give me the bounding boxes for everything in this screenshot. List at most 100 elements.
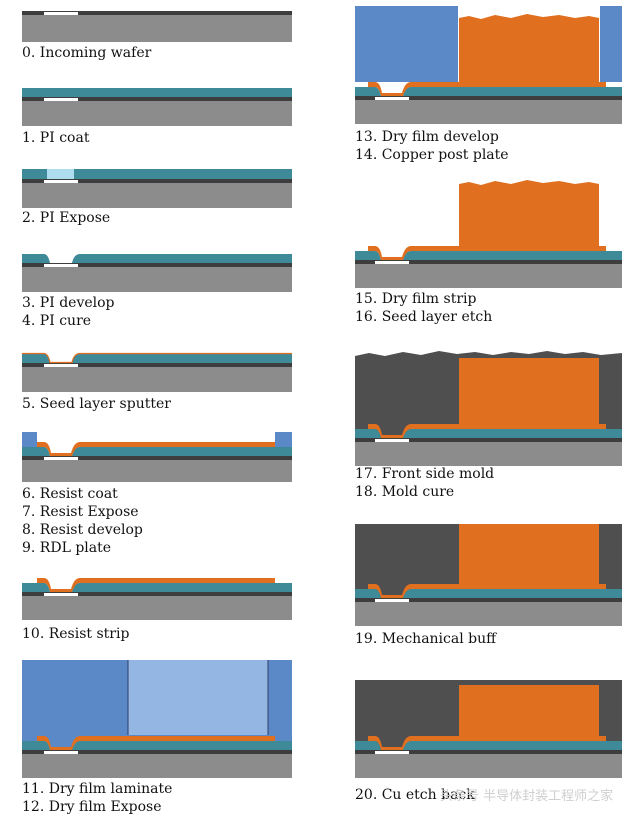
silicon-substrate [22,14,292,42]
caption-step-2: 2. PI Expose [22,209,110,227]
bond-pad [44,457,78,460]
step-3-pi-develop [22,250,292,292]
step-11-dry-film [22,660,292,778]
step-10-resist-strip [22,570,292,620]
cross-section-step-13 [355,6,622,124]
caption-step-13: 13. Dry film develop 14. Copper post pla… [355,128,509,164]
caption-line: 6. Resist coat [22,486,118,502]
step-17-front-side-mold [355,350,622,466]
step-19-mechanical-buff [355,524,622,626]
caption-line: 18. Mold cure [355,484,455,500]
cross-section-step-5 [22,352,292,392]
caption-line: 16. Seed layer etch [355,309,493,325]
step-15-dry-film-strip [355,180,622,288]
step-0-incoming-wafer [22,8,292,42]
polyimide-layer [22,88,292,97]
step-20-cu-etch-back [355,680,622,778]
dry-film-left [355,6,458,82]
silicon-substrate [22,367,292,392]
passivation-layer [22,456,292,460]
bond-pad [44,180,78,183]
silicon-substrate [355,442,622,466]
cross-section-step-2 [22,169,292,208]
caption-line: 19. Mechanical buff [355,631,497,647]
rdl-copper-trace [37,578,275,592]
rdl-copper-trace [368,424,606,438]
polyimide-layer [22,254,292,263]
passivation-layer [355,96,622,100]
copper-post [459,358,599,424]
step-13-copper-post-plate [355,6,622,124]
caption-step-10: 10. Resist strip [22,625,129,643]
caption-step-15: 15. Dry film strip 16. Seed layer etch [355,290,492,326]
caption-line: 12. Dry film Expose [22,799,162,815]
silicon-substrate [22,183,292,208]
cross-section-step-6 [22,432,292,482]
bond-pad [44,98,78,101]
caption-line: 8. Resist develop [22,522,143,538]
passivation-layer [355,598,622,602]
passivation-layer [22,592,292,596]
caption-line: 3. PI develop [22,295,115,311]
polyimide-layer [22,583,292,592]
caption-line: 11. Dry film laminate [22,781,173,797]
polyimide-layer [22,169,292,179]
cross-section-step-15 [355,180,622,288]
dry-film-right [600,6,622,82]
bond-pad [375,261,409,264]
caption-line: 20. Cu etch back [355,787,475,803]
passivation-layer [355,750,622,754]
silicon-substrate [355,100,622,124]
cross-section-step-19 [355,524,622,626]
bond-pad [375,751,409,754]
bond-pad [375,599,409,602]
seed-layer [22,352,292,364]
rdl-copper-trace [37,442,275,456]
polyimide-layer [355,589,622,598]
passivation-layer [22,750,292,754]
polyimide-layer [355,251,622,260]
step-5-seed-layer-sputter [22,350,292,392]
silicon-substrate [22,460,292,482]
caption-step-5: 5. Seed layer sputter [22,395,171,413]
rdl-copper-trace [368,736,606,750]
rdl-copper-trace [368,246,606,260]
caption-line: 14. Copper post plate [355,147,509,163]
passivation-layer [355,438,622,442]
polyimide-layer [355,429,622,438]
rdl-copper-trace [368,82,606,96]
exposed-polyimide [47,169,74,179]
silicon-substrate [355,264,622,288]
silicon-substrate [22,267,292,292]
silicon-substrate [22,596,292,620]
cross-section-step-3 [22,254,292,292]
silicon-substrate [22,754,292,778]
resist-left [22,432,37,447]
passivation-layer [22,263,292,267]
bond-pad [375,439,409,442]
polyimide-layer [22,447,292,456]
step-2-pi-expose [22,166,292,208]
caption-line: 10. Resist strip [22,626,130,642]
passivation-layer [22,363,292,367]
bond-pad [44,593,78,596]
caption-line: 13. Dry film develop [355,129,499,145]
passivation-layer [22,179,292,183]
polyimide-layer [22,741,292,750]
rdl-copper-trace [368,584,606,598]
watermark: 头条号 半导体封装工程师之家 [440,789,614,804]
copper-post [459,524,599,584]
bond-pad [44,364,78,367]
caption-step-6: 6. Resist coat 7. Resist Expose 8. Resis… [22,485,143,557]
caption-line: 9. RDL plate [22,540,112,556]
exposed-dry-film [128,660,268,735]
passivation-layer [22,97,292,101]
bond-pad [44,264,78,267]
caption-step-0: 0. Incoming wafer [22,44,151,62]
cross-section-step-0 [22,11,292,42]
cross-section-step-17 [355,351,622,466]
resist-right [275,432,292,447]
caption-line: 7. Resist Expose [22,504,139,520]
silicon-substrate [355,602,622,626]
polyimide-layer [355,87,622,96]
